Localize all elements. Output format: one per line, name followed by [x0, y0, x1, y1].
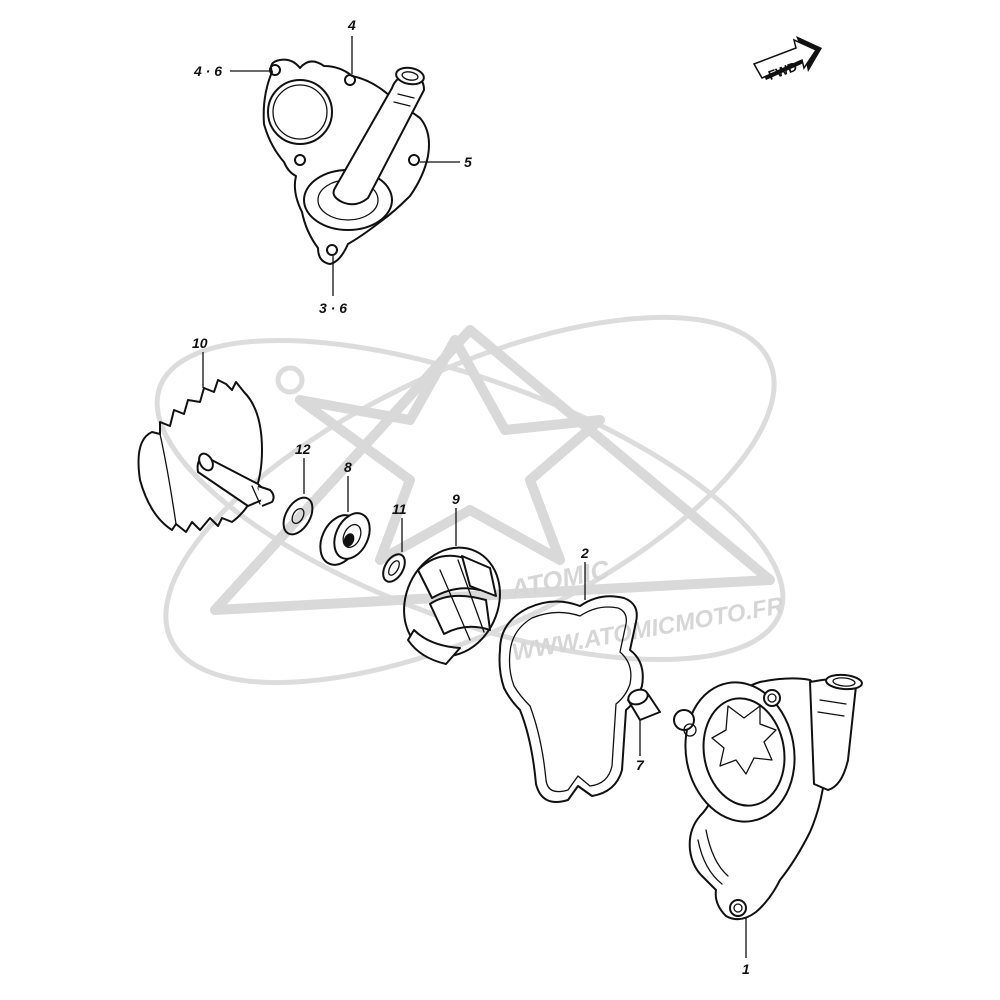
callout-11: 11 — [392, 501, 407, 517]
callout-7: 7 — [636, 757, 645, 773]
callout-10: 10 — [192, 335, 208, 351]
callout-5: 5 — [464, 154, 472, 170]
callout-4-6: 4 · 6 — [193, 63, 222, 79]
callout-2: 2 — [580, 545, 589, 561]
pump-housing — [673, 673, 863, 921]
oil-seal — [319, 512, 371, 566]
watermark: ATOMIC WWW.ATOMICMOTO.FR — [154, 314, 787, 686]
callout-1: 1 — [742, 961, 750, 977]
callout-labels: 4 · 6 4 5 3 · 6 10 12 8 11 9 2 7 1 — [192, 17, 750, 977]
washer — [282, 496, 314, 536]
callout-leaders — [202, 36, 747, 958]
callout-4: 4 — [347, 17, 356, 33]
dowel-pin — [627, 688, 661, 721]
callout-9: 9 — [452, 491, 460, 507]
impeller — [403, 546, 501, 665]
callout-3-6: 3 · 6 — [319, 300, 347, 316]
callout-8: 8 — [344, 459, 352, 475]
callout-12: 12 — [295, 441, 311, 457]
circlip — [382, 553, 406, 583]
water-pump-cover — [262, 58, 430, 265]
fwd-arrow-icon: FWD — [752, 36, 822, 83]
shaft-gear — [137, 379, 275, 533]
